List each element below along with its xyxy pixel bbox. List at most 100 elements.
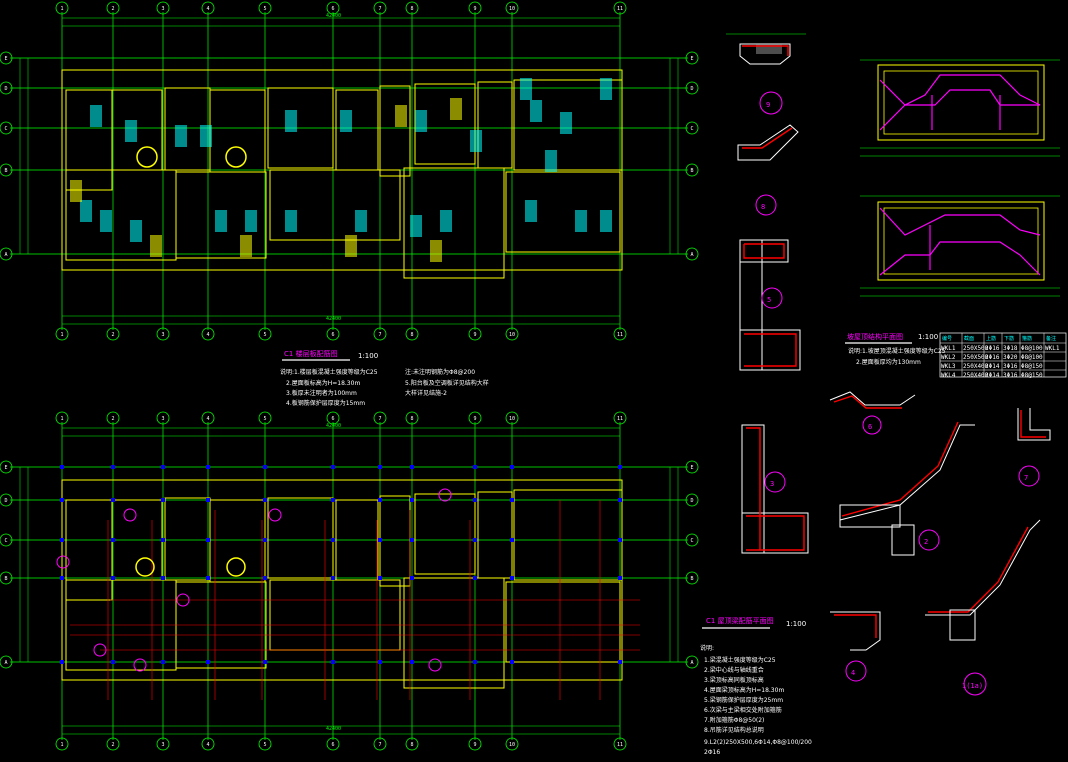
bottom-note-line: 8.吊筋详见结构总说明 — [704, 726, 764, 734]
slab-tag — [470, 130, 482, 152]
axis-bubble — [468, 737, 482, 751]
axis-bubble — [326, 327, 340, 341]
axis-label: C — [4, 538, 7, 544]
column — [473, 465, 477, 469]
axis-label: 5 — [263, 416, 266, 422]
bottom-note-line: 7.附加箍筋Φ8@50(2) — [704, 716, 764, 724]
section-mark — [123, 508, 137, 522]
section-detail-2: 2 — [839, 421, 975, 556]
axis-label: A — [4, 660, 7, 666]
axis-label: 6 — [331, 332, 334, 338]
column — [378, 660, 382, 664]
axis-bubble — [106, 737, 120, 751]
axis-label: 1 — [60, 416, 63, 422]
column — [331, 498, 335, 502]
table-header-cell: 编号 — [942, 335, 952, 342]
table-header-cell: 截面 — [964, 335, 974, 342]
axis-label: 9 — [473, 332, 476, 338]
slab-tag — [520, 78, 532, 100]
slab-tag — [415, 110, 427, 132]
axis-label: 7 — [378, 6, 381, 12]
bottom-plan-scale: 1:100 — [786, 620, 806, 628]
section-bubble — [845, 660, 867, 682]
wall-outline — [513, 489, 623, 581]
bottom-overall-dim-bottom: 42400 — [326, 726, 341, 732]
table-cell: 3Φ16 — [1003, 363, 1018, 370]
rebar-line — [743, 243, 785, 259]
top-note-line: 大样详见结施-2 — [405, 389, 447, 397]
axis-label: 11 — [617, 742, 623, 748]
axis-label: 8 — [410, 6, 413, 12]
section-bubble — [764, 471, 786, 493]
slab-tag — [600, 78, 612, 100]
column — [410, 538, 414, 542]
axis-label: 4 — [206, 6, 209, 12]
rebar-line — [928, 526, 1029, 613]
column — [473, 538, 477, 542]
section-bubble — [761, 287, 783, 309]
axis-bubble — [258, 1, 272, 15]
wall-outline — [513, 79, 623, 171]
column — [206, 538, 210, 542]
axis-bubble — [156, 411, 170, 425]
slab-tag — [285, 110, 297, 132]
column — [60, 465, 64, 469]
bottom-note-line: 1.梁混凝土强度等级为C25 — [704, 656, 776, 664]
top-plan-notes-left: 说明:1.楼层板混凝土强度等级为C25 2.屋面板标高为H=18.30m 3.板… — [280, 368, 378, 407]
column — [206, 465, 210, 469]
axis-label: B — [4, 576, 7, 582]
wall-outline — [414, 493, 476, 575]
table-cell: 3Φ18 — [1003, 345, 1018, 352]
wall-outline — [505, 581, 621, 663]
axis-bubble — [55, 327, 69, 341]
bottom-plan-notes: 说明: 1.梁混凝土强度等级为C25 2.梁中心线与轴线重合 3.梁顶标高同板顶… — [700, 644, 812, 756]
section-mark — [176, 593, 190, 607]
table-cell: 2Φ14 — [985, 372, 1000, 379]
stair-opening-left — [135, 557, 155, 577]
roof-detail-title: 坡屋顶结构平面图 — [847, 332, 903, 341]
column — [378, 538, 382, 542]
axis-label: 7 — [378, 332, 381, 338]
axis-bubble — [405, 327, 419, 341]
table-cell: Φ8@150 — [1021, 363, 1043, 370]
column — [206, 660, 210, 664]
column — [263, 660, 267, 664]
column — [410, 660, 414, 664]
bottom-note-line: 5.梁钢筋保护层厚度为25mm — [704, 696, 783, 704]
axis-bubble — [0, 121, 13, 135]
top-plan-notes-right: 注:未注明钢筋为Φ8@200 5.阳台板及空调板详见结构大样 大样详见结施-2 — [405, 368, 489, 397]
axis-bubble — [55, 1, 69, 15]
axis-bubble — [0, 163, 13, 177]
column — [263, 538, 267, 542]
table-cell: WKL3 — [941, 363, 956, 370]
section-number: 1(1a) — [962, 682, 983, 690]
section-outline — [891, 524, 915, 556]
axis-bubble — [258, 737, 272, 751]
axis-bubble — [0, 81, 13, 95]
roof-outline — [877, 201, 1045, 281]
wall-outline — [403, 167, 505, 279]
stair-opening-right — [225, 146, 247, 168]
section-outline — [1017, 408, 1051, 441]
axis-bubble — [685, 571, 699, 585]
axis-bubble — [505, 411, 519, 425]
table-header-cell: 下筋 — [1004, 335, 1014, 342]
axis-bubble — [201, 1, 215, 15]
rebar-line — [746, 427, 761, 550]
section-outline — [739, 239, 789, 263]
axis-bubble — [613, 1, 627, 15]
slab-tag — [70, 180, 82, 202]
axis-label: A — [690, 660, 693, 666]
table-cell: 250X500 — [963, 345, 989, 352]
axis-bubble — [685, 121, 699, 135]
column — [410, 498, 414, 502]
slab-tag — [560, 112, 572, 134]
axis-label: B — [690, 576, 693, 582]
rebar-line — [841, 421, 959, 517]
axis-label: B — [690, 168, 693, 174]
rebar-line — [746, 515, 805, 551]
axis-bubble — [373, 327, 387, 341]
section-detail-9: 9 — [726, 33, 806, 115]
